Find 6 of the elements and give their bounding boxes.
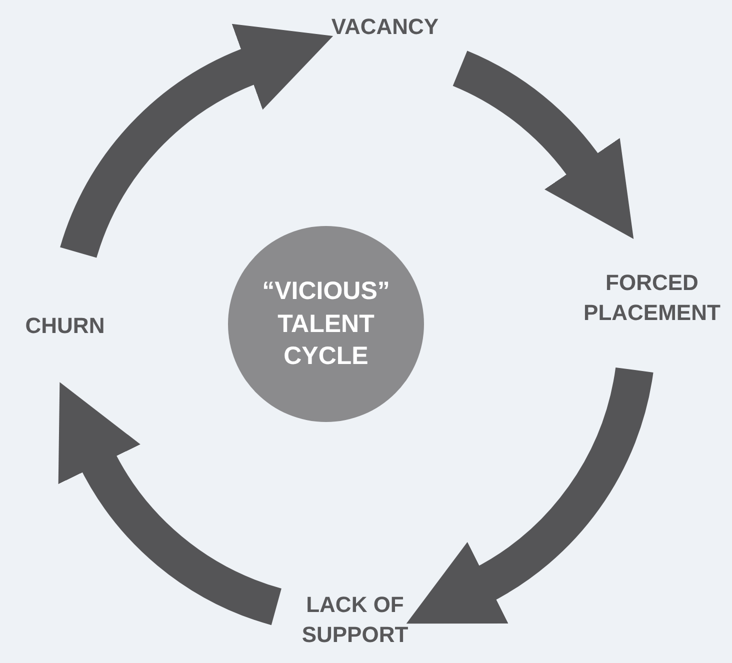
cycle-title: “VICIOUS” TALENT CYCLE xyxy=(261,276,391,372)
stage-label: FORCED PLACEMENT xyxy=(572,268,732,328)
stage-label: VACANCY xyxy=(300,12,470,42)
curved-arrow xyxy=(60,25,332,259)
stage-label: CHURN xyxy=(0,311,130,341)
stage-label: LACK OF SUPPORT xyxy=(270,590,440,650)
